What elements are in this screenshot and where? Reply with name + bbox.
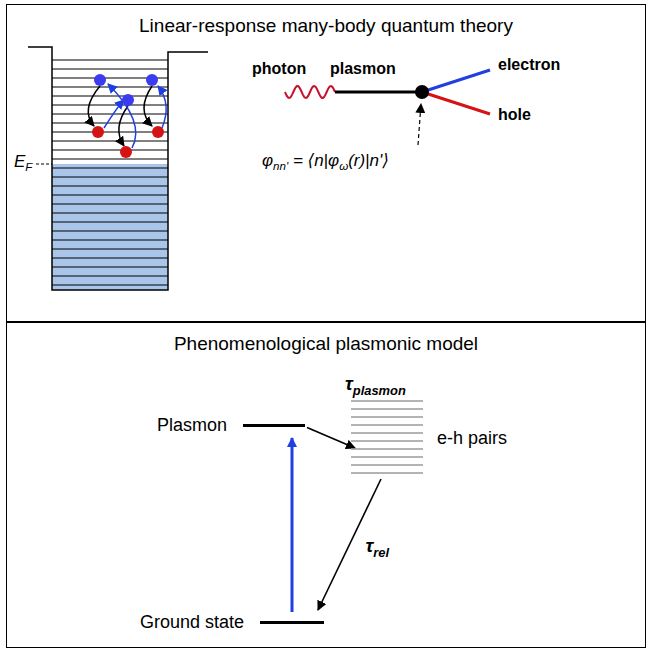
vertex-dot: [415, 85, 429, 99]
relaxation-arrow: [119, 106, 128, 146]
energy-level: [52, 141, 168, 142]
level-line: [243, 424, 305, 427]
electron-dot: [94, 74, 106, 86]
energy-level: [52, 177, 168, 178]
energy-level: [52, 105, 168, 106]
text-part: φ: [262, 151, 273, 170]
potential-well: [28, 47, 208, 290]
energy-level: [52, 222, 168, 223]
text-part: F: [25, 161, 32, 173]
hole-dot: [120, 146, 132, 158]
text-part: photon: [252, 60, 306, 77]
energy-level: [52, 231, 168, 232]
time-constant: τplasmon: [345, 373, 406, 398]
energy-level: [52, 258, 168, 259]
energy-level: [52, 213, 168, 214]
energy-level: [52, 159, 168, 160]
text-part: ω: [339, 160, 348, 172]
transition-arrow: [291, 438, 294, 612]
text-part: τ: [345, 373, 353, 394]
energy-level: [52, 195, 168, 196]
photon-wave: [285, 86, 335, 98]
panel-title: Phenomenological plasmonic model: [7, 333, 645, 355]
state-line: [351, 448, 423, 449]
panel: Phenomenological plasmonic modelPlasmon e…: [6, 322, 646, 648]
energy-level: [52, 267, 168, 268]
energy-level: [52, 168, 168, 169]
state-line: [351, 424, 423, 425]
energy-level: [52, 69, 168, 70]
energy-levels: [52, 60, 168, 285]
state-line: [351, 432, 423, 433]
electron-dot: [146, 74, 158, 86]
text-part: (r)|n'⟩: [348, 151, 389, 170]
energy-level-node: Plasmon: [157, 415, 305, 436]
hole-dot: [152, 126, 164, 138]
text-part: hole: [498, 106, 531, 123]
state-band: e-h pairs: [351, 399, 507, 477]
state-line: [351, 472, 423, 473]
energy-level: [52, 150, 168, 151]
energy-level: [52, 285, 168, 286]
level-label: Ground state: [140, 612, 244, 633]
energy-level: [52, 60, 168, 61]
excitation-arrow: [108, 84, 136, 148]
level-label: Plasmon: [157, 415, 227, 436]
hole-dot: [92, 126, 104, 138]
relaxation-arrow: [88, 86, 100, 126]
excitation-arrow: [158, 86, 166, 128]
relaxation-arrow: [144, 86, 152, 126]
vertex-pointer: [418, 104, 421, 145]
particle-name: photon: [252, 60, 306, 78]
energy-level: [52, 96, 168, 97]
state-line: [351, 440, 423, 441]
transition-arrow: [307, 428, 355, 449]
energy-level: [52, 249, 168, 250]
electron-dot: [122, 94, 134, 106]
energy-level: [52, 240, 168, 241]
text-part: = ⟨n|φ: [288, 151, 339, 170]
energy-level: [52, 114, 168, 115]
energy-level: [52, 204, 168, 205]
state-lines: [351, 399, 423, 477]
electron-line: [422, 70, 490, 92]
panel-title: Linear-response many-body quantum theory: [7, 15, 645, 37]
particle-name: plasmon: [330, 60, 396, 78]
band-label: e-h pairs: [437, 428, 507, 449]
energy-level: [52, 276, 168, 277]
excitation-arrow: [104, 100, 124, 128]
text-part: τ: [366, 535, 374, 556]
fermi-sea: [52, 164, 168, 290]
text-part: rel: [373, 544, 389, 559]
plasmon-line: [335, 91, 420, 94]
time-constant: τrel: [366, 535, 390, 560]
state-line: [351, 456, 423, 457]
particle-name: hole: [498, 106, 531, 124]
state-line: [351, 416, 423, 417]
energy-level: [52, 186, 168, 187]
text-part: plasmon: [330, 60, 396, 77]
energy-level-node: Ground state: [140, 612, 324, 633]
hole-line: [422, 92, 490, 114]
level-line: [260, 621, 324, 624]
fermi-energy: EF: [14, 152, 32, 173]
particle-name: electron: [498, 56, 560, 74]
state-line: [351, 408, 423, 409]
fermi-level-mark: [36, 164, 52, 165]
transition-arrow: [318, 479, 381, 610]
text-part: plasmon: [353, 383, 406, 398]
energy-level: [52, 132, 168, 133]
state-line: [351, 464, 423, 465]
text-part: E: [14, 152, 25, 171]
matrix-element: φnn' = ⟨n|φω(r)|n'⟩: [262, 150, 389, 172]
energy-level: [52, 123, 168, 124]
state-line: [351, 400, 423, 401]
text-part: electron: [498, 56, 560, 73]
text-part: nn': [273, 160, 288, 172]
